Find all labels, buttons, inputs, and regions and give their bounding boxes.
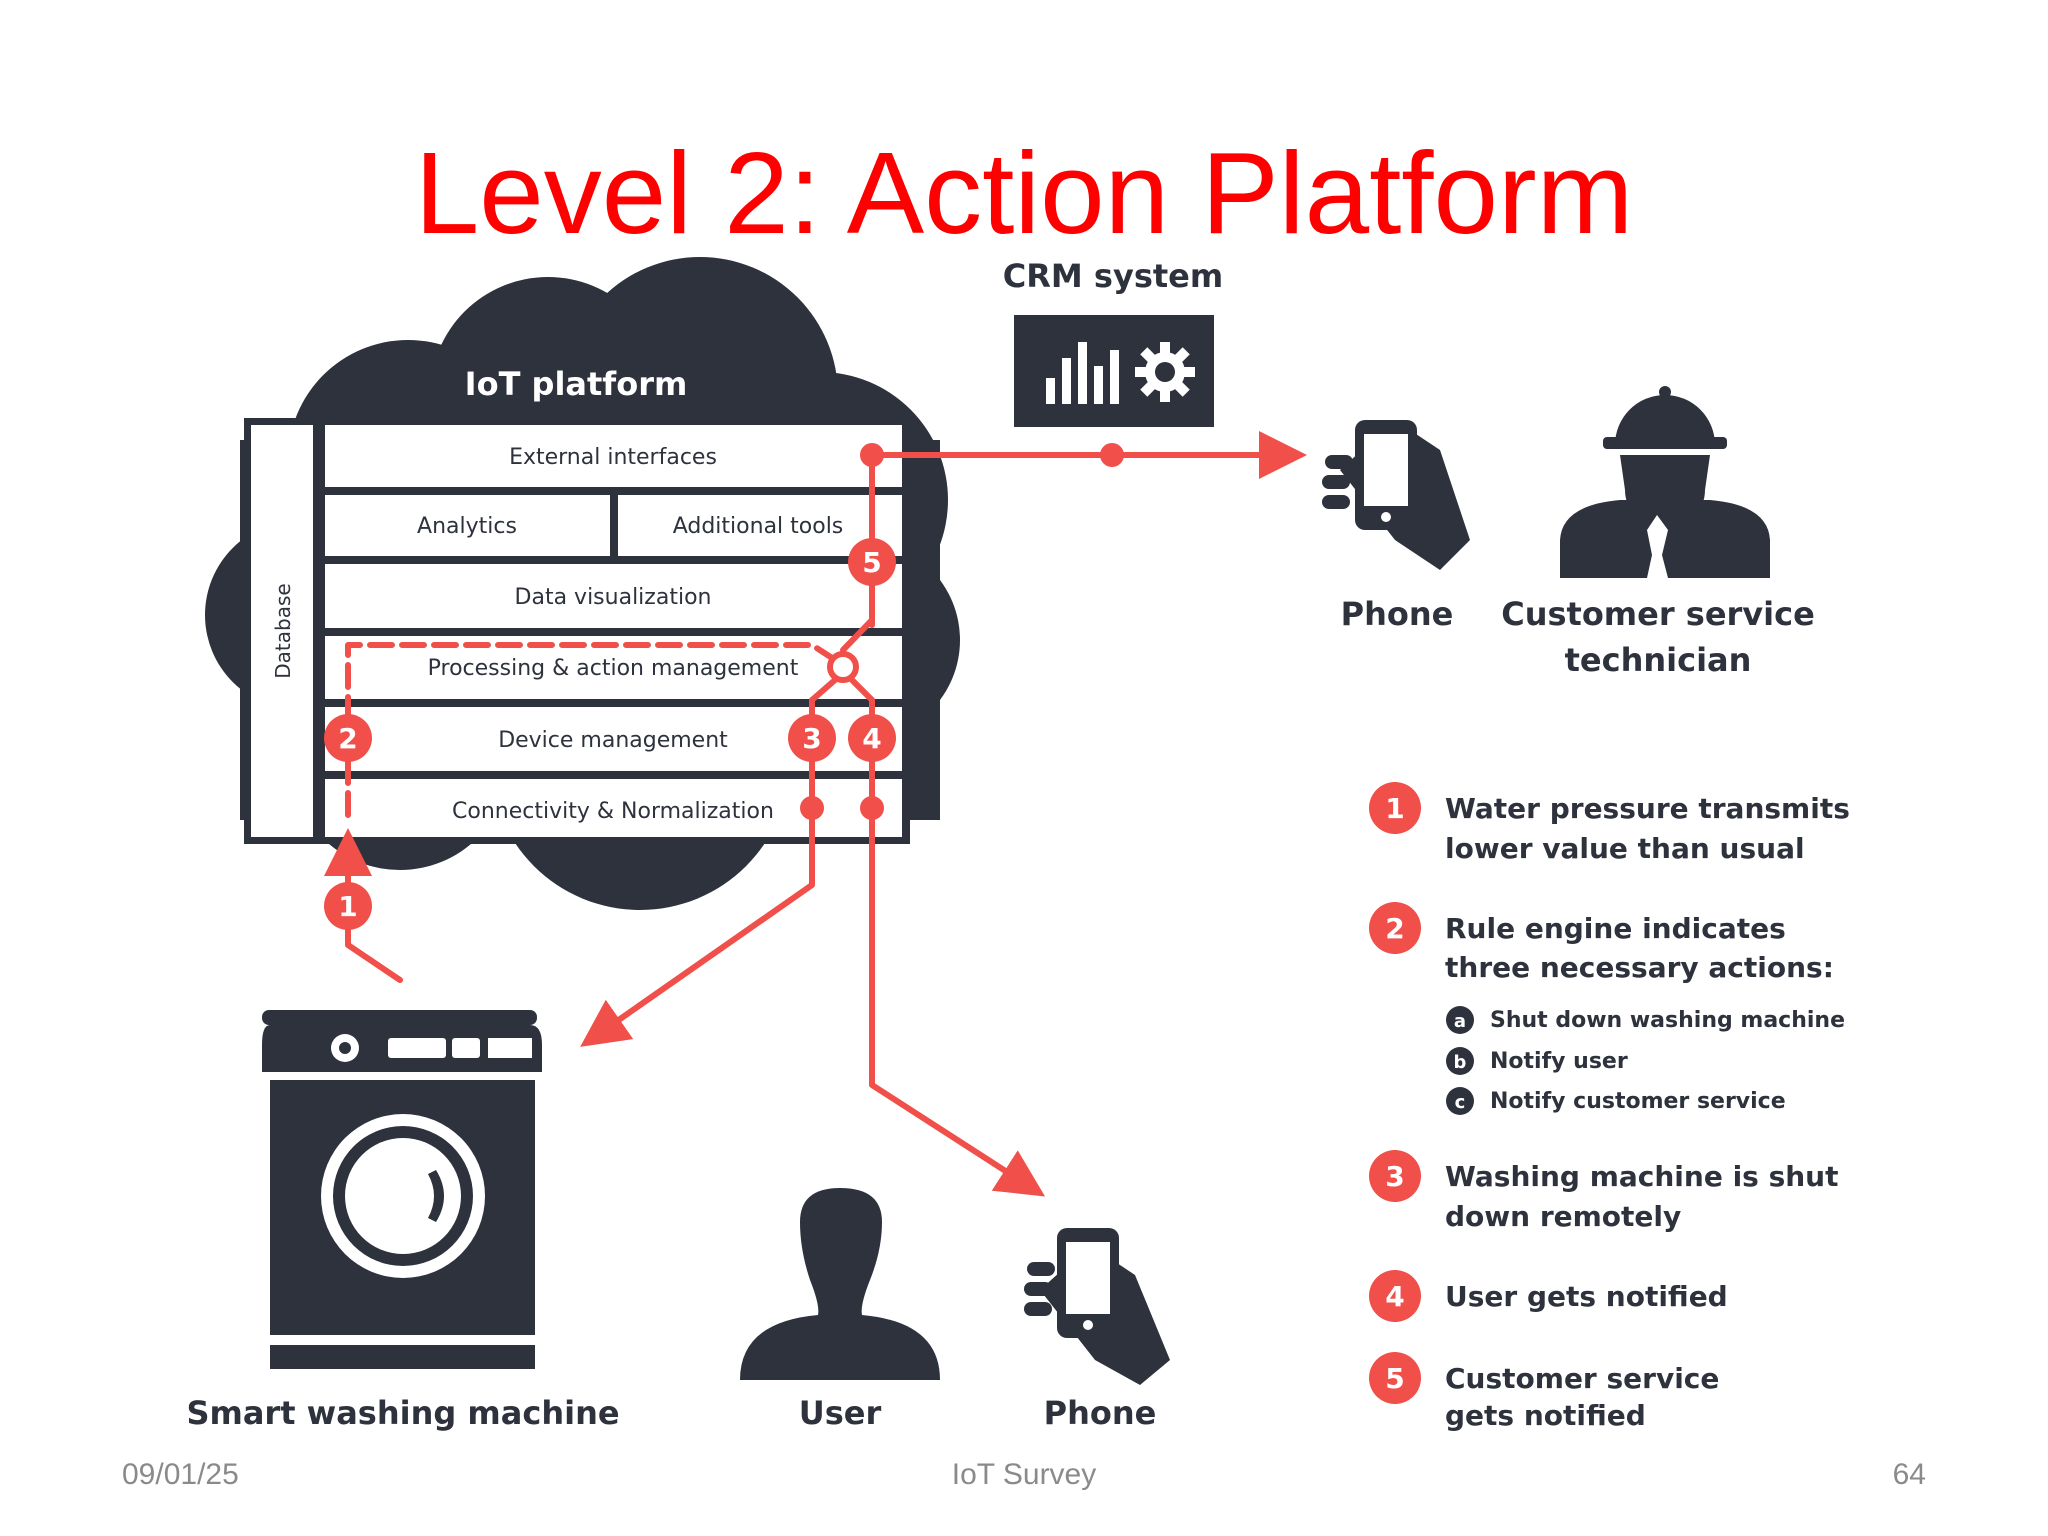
legend-item-5: 5 Customer service gets notified bbox=[1369, 1352, 1719, 1432]
svg-text:2: 2 bbox=[1385, 912, 1404, 945]
crm-icon bbox=[1014, 315, 1214, 427]
svg-text:4: 4 bbox=[862, 722, 881, 755]
step-badge-3: 3 bbox=[788, 714, 836, 762]
svg-text:c: c bbox=[1455, 1092, 1466, 1113]
legend-item-5-line2: gets notified bbox=[1445, 1399, 1646, 1432]
svg-text:1: 1 bbox=[1385, 792, 1404, 825]
data-visualization-label: Data visualization bbox=[515, 585, 712, 610]
washing-machine-icon bbox=[262, 1010, 542, 1369]
crm-label: CRM system bbox=[1003, 257, 1223, 295]
phone-icon-bottom bbox=[1024, 1228, 1170, 1385]
legend: 1 Water pressure transmits lower value t… bbox=[1369, 782, 1850, 1432]
legend-item-2-line1: Rule engine indicates bbox=[1445, 912, 1786, 945]
legend-item-1-line1: Water pressure transmits bbox=[1445, 792, 1850, 825]
legend-item-4: 4 User gets notified bbox=[1369, 1270, 1728, 1322]
legend-subitem-c: c Notify customer service bbox=[1446, 1087, 1786, 1115]
layer-external-interfaces bbox=[325, 425, 902, 487]
additional-tools-label: Additional tools bbox=[673, 514, 844, 539]
flow-node bbox=[1100, 443, 1124, 467]
legend-subitem-b: b Notify user bbox=[1446, 1047, 1628, 1075]
step-badge-4: 4 bbox=[848, 714, 896, 762]
processing-hub-node bbox=[827, 651, 859, 683]
flow-node bbox=[800, 796, 824, 820]
legend-item-2-line2: three necessary actions: bbox=[1445, 951, 1834, 984]
svg-text:3: 3 bbox=[1385, 1160, 1404, 1193]
legend-item-2: 2 Rule engine indicates three necessary … bbox=[1369, 902, 1834, 984]
cloud-label: IoT platform bbox=[465, 365, 688, 403]
svg-text:b: b bbox=[1454, 1052, 1467, 1073]
step-badge-5: 5 bbox=[848, 538, 896, 586]
svg-text:5: 5 bbox=[1385, 1362, 1404, 1395]
flow-node bbox=[860, 796, 884, 820]
external-interfaces-label: External interfaces bbox=[509, 445, 717, 470]
svg-text:3: 3 bbox=[802, 722, 821, 755]
layer-data-visualization bbox=[325, 564, 902, 628]
technician-label-line2: technician bbox=[1565, 641, 1752, 679]
svg-text:Shut down washing machine: Shut down washing machine bbox=[1490, 1008, 1845, 1033]
processing-label: Processing & action management bbox=[428, 656, 799, 681]
legend-item-3: 3 Washing machine is shut down remotely bbox=[1369, 1150, 1839, 1233]
user-icon bbox=[740, 1188, 940, 1380]
footer-date: 09/01/25 bbox=[122, 1458, 239, 1491]
device-management-label: Device management bbox=[498, 728, 728, 753]
phone-top-label: Phone bbox=[1341, 595, 1454, 633]
phone-icon-top bbox=[1322, 420, 1470, 570]
step-badge-2: 2 bbox=[324, 714, 372, 762]
slide-title: Level 2: Action Platform bbox=[414, 128, 1634, 258]
svg-text:a: a bbox=[1454, 1011, 1466, 1032]
svg-text:4: 4 bbox=[1385, 1280, 1404, 1313]
footer-title: IoT Survey bbox=[951, 1458, 1097, 1491]
legend-item-3-line2: down remotely bbox=[1445, 1200, 1681, 1233]
user-label: User bbox=[799, 1394, 882, 1432]
svg-text:5: 5 bbox=[862, 546, 881, 579]
database-label: Database bbox=[271, 583, 295, 678]
database-column bbox=[251, 425, 313, 837]
step-badge-1: 1 bbox=[324, 882, 372, 930]
svg-text:Notify customer service: Notify customer service bbox=[1490, 1089, 1786, 1114]
svg-text:1: 1 bbox=[338, 890, 357, 923]
technician-icon bbox=[1560, 386, 1770, 578]
layer-analytics bbox=[325, 495, 610, 556]
legend-item-1: 1 Water pressure transmits lower value t… bbox=[1369, 782, 1850, 865]
platform-stack bbox=[244, 418, 910, 844]
connectivity-label: Connectivity & Normalization bbox=[452, 799, 774, 824]
technician-label-line1: Customer service bbox=[1501, 595, 1815, 633]
svg-text:2: 2 bbox=[338, 722, 357, 755]
legend-item-5-line1: Customer service bbox=[1445, 1362, 1719, 1395]
legend-subitem-a: a Shut down washing machine bbox=[1446, 1006, 1845, 1034]
page-number: 64 bbox=[1892, 1458, 1926, 1491]
legend-item-4-line1: User gets notified bbox=[1445, 1280, 1728, 1313]
phone-bottom-label: Phone bbox=[1044, 1394, 1157, 1432]
legend-item-3-line1: Washing machine is shut bbox=[1445, 1160, 1839, 1193]
legend-item-1-line2: lower value than usual bbox=[1445, 832, 1805, 865]
svg-text:Notify user: Notify user bbox=[1490, 1049, 1628, 1074]
analytics-label: Analytics bbox=[417, 514, 517, 539]
washing-machine-label: Smart washing machine bbox=[186, 1394, 619, 1432]
flow-node bbox=[860, 443, 884, 467]
